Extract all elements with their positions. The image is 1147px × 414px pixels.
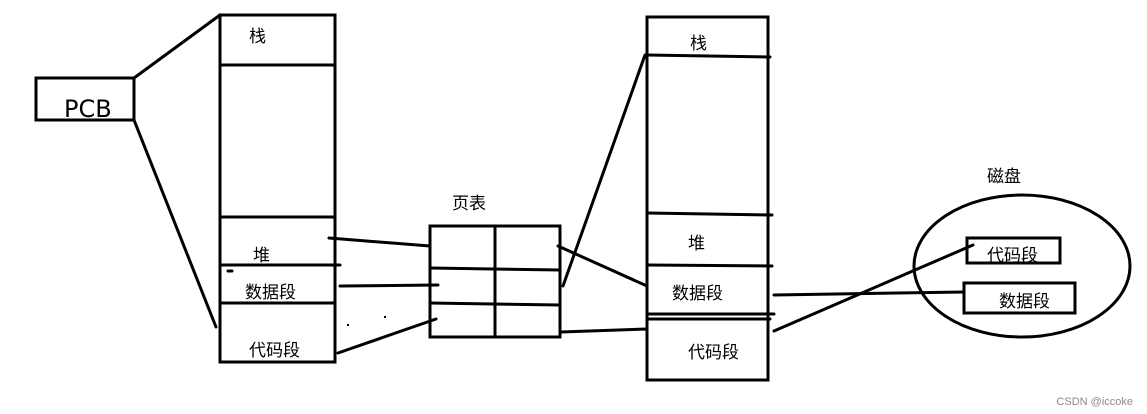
pcb-label: PCB — [64, 95, 112, 123]
map-data-to-page-table — [338, 283, 440, 288]
map-page-table-to-physical-code — [559, 327, 649, 334]
physical-code-segment-label: 代码段 — [688, 343, 739, 363]
map-physical-code-to-disk — [772, 243, 975, 333]
map-code-to-page-table — [336, 317, 438, 355]
map-heap-to-page-table — [327, 236, 432, 248]
virtual-code-segment-label: 代码段 — [249, 341, 300, 361]
virtual-heap-label: 堆 — [253, 246, 270, 266]
virtual-stack-label: 栈 — [249, 27, 266, 47]
disk-title: 磁盘 — [987, 167, 1021, 187]
pcb-box — [34, 76, 136, 122]
physical-heap-label: 堆 — [688, 234, 705, 254]
map-page-table-to-physical-stack — [561, 53, 647, 288]
physical-divider-stack — [645, 53, 772, 59]
physical-memory-box — [645, 15, 770, 382]
physical-divider-data — [645, 263, 774, 268]
disk-data-segment-label: 数据段 — [999, 292, 1050, 312]
disk-code-box — [965, 236, 1062, 265]
map-page-table-to-physical-data — [556, 244, 649, 288]
virtual-space-box — [218, 13, 337, 364]
watermark: CSDN @iccoke — [1056, 396, 1133, 408]
page-table-row-divider-2 — [428, 301, 562, 307]
physical-divider-heap — [645, 211, 774, 217]
stray-mark-2 — [384, 316, 386, 318]
map-physical-data-to-disk — [772, 290, 966, 297]
physical-stack-label: 栈 — [690, 34, 707, 54]
stray-mark-1 — [347, 324, 349, 326]
disk-data-box — [962, 281, 1077, 315]
disk-code-segment-label: 代码段 — [987, 246, 1038, 266]
page-table-row-divider-1 — [428, 266, 562, 272]
physical-data-segment-label: 数据段 — [672, 284, 723, 304]
pcb-connector-bottom — [132, 118, 218, 329]
page-table-title: 页表 — [452, 194, 486, 214]
pcb-connector-top — [132, 13, 222, 80]
disk-ellipse — [912, 193, 1132, 339]
virtual-data-segment-label: 数据段 — [245, 283, 296, 303]
